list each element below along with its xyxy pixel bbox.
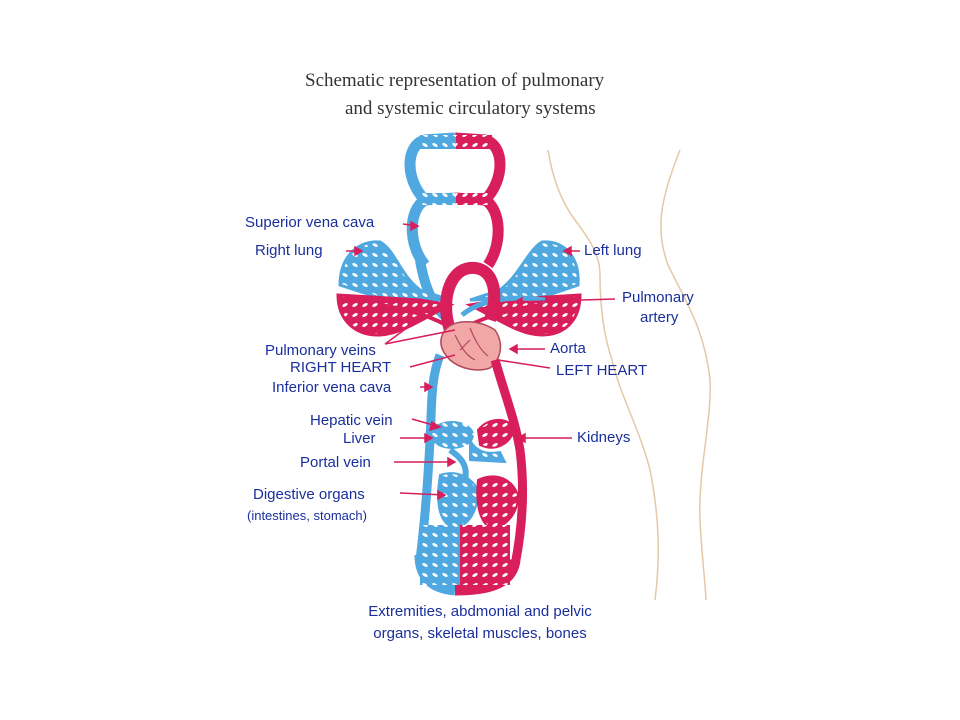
- label-aorta: Aorta: [550, 340, 586, 357]
- kidneys-venous-bed: [469, 439, 507, 464]
- footer-line-2: organs, skeletal muscles, bones: [373, 625, 587, 642]
- arrowhead-kidneys: [516, 432, 526, 444]
- descending-aorta: [490, 358, 527, 566]
- arrow-left-heart: [497, 359, 551, 369]
- label-digestive-organs-note: (intestines, stomach): [247, 508, 367, 523]
- label-kidneys: Kidneys: [577, 429, 631, 446]
- head-loop-lower-arterial: [454, 192, 504, 269]
- footer-line-1: Extremities, abdmonial and pelvic: [368, 603, 592, 620]
- label-portal-vein: Portal vein: [300, 454, 371, 471]
- body-outline-back: [660, 149, 711, 601]
- arrowhead-pulmonary-artery: [513, 296, 523, 308]
- label-left-lung: Left lung: [584, 242, 642, 259]
- arrowhead-digestive-organs: [437, 489, 447, 501]
- digestive-capillary-bed-blue: [437, 472, 480, 530]
- label-pulmonary-artery-line-2: artery: [640, 309, 679, 326]
- arrowhead-inferior-vena-cava: [424, 381, 434, 393]
- lower-capillary-bed-blue: [420, 525, 460, 585]
- heart: [440, 321, 502, 371]
- label-liver: Liver: [343, 430, 376, 447]
- body-outline-front: [547, 149, 660, 601]
- label-inferior-vena-cava: Inferior vena cava: [272, 379, 392, 396]
- diagram-title-line-1: Schematic representation of pulmonary: [305, 70, 605, 91]
- label-left-heart: LEFT HEART: [556, 362, 648, 379]
- head-capillary-bed-mid-red: [456, 193, 492, 205]
- arrowhead-portal-vein: [447, 456, 457, 468]
- head-capillary-bed-mid: [420, 193, 456, 205]
- digestive-capillary-bed-red: [476, 475, 520, 530]
- right-lung-arterial: [336, 293, 455, 337]
- label-pulmonary-artery-line-1: Pulmonary: [622, 289, 694, 306]
- label-right-lung: Right lung: [255, 242, 323, 259]
- left-lung-venous: [469, 240, 580, 302]
- arrow-right-heart: [409, 354, 456, 368]
- arrowhead-superior-vena-cava: [410, 220, 420, 232]
- label-hepatic-vein: Hepatic vein: [310, 412, 393, 429]
- label-pulmonary-veins: Pulmonary veins: [265, 342, 376, 359]
- right-lung-venous: [338, 240, 451, 302]
- kidneys-capillary-bed: [476, 419, 517, 449]
- aortic-arch: [440, 261, 501, 332]
- arrow-pulmonary-veins-a: [384, 321, 416, 345]
- diagram-title-line-2: and systemic circulatory systems: [345, 98, 596, 119]
- head-capillary-bed-top-red: [456, 135, 492, 149]
- pointer-arrows: [346, 220, 616, 501]
- arrowhead-right-lung: [354, 245, 364, 257]
- arrowhead-liver: [424, 432, 434, 444]
- head-capillary-bed-top: [420, 135, 456, 149]
- lower-capillary-bed-red: [460, 525, 510, 585]
- label-superior-vena-cava: Superior vena cava: [245, 214, 375, 231]
- label-digestive-organs: Digestive organs: [253, 486, 365, 503]
- head-loop-lower-venous: [406, 192, 456, 269]
- label-right-heart: RIGHT HEART: [290, 359, 392, 376]
- arrowhead-hepatic-vein: [428, 420, 442, 432]
- arrow-pulmonary-veins-b: [384, 329, 456, 345]
- arrowhead-left-lung: [562, 245, 572, 257]
- heart-detail: [454, 327, 489, 361]
- arrow-pulmonary-artery: [514, 298, 616, 303]
- arrowhead-aorta: [508, 343, 518, 355]
